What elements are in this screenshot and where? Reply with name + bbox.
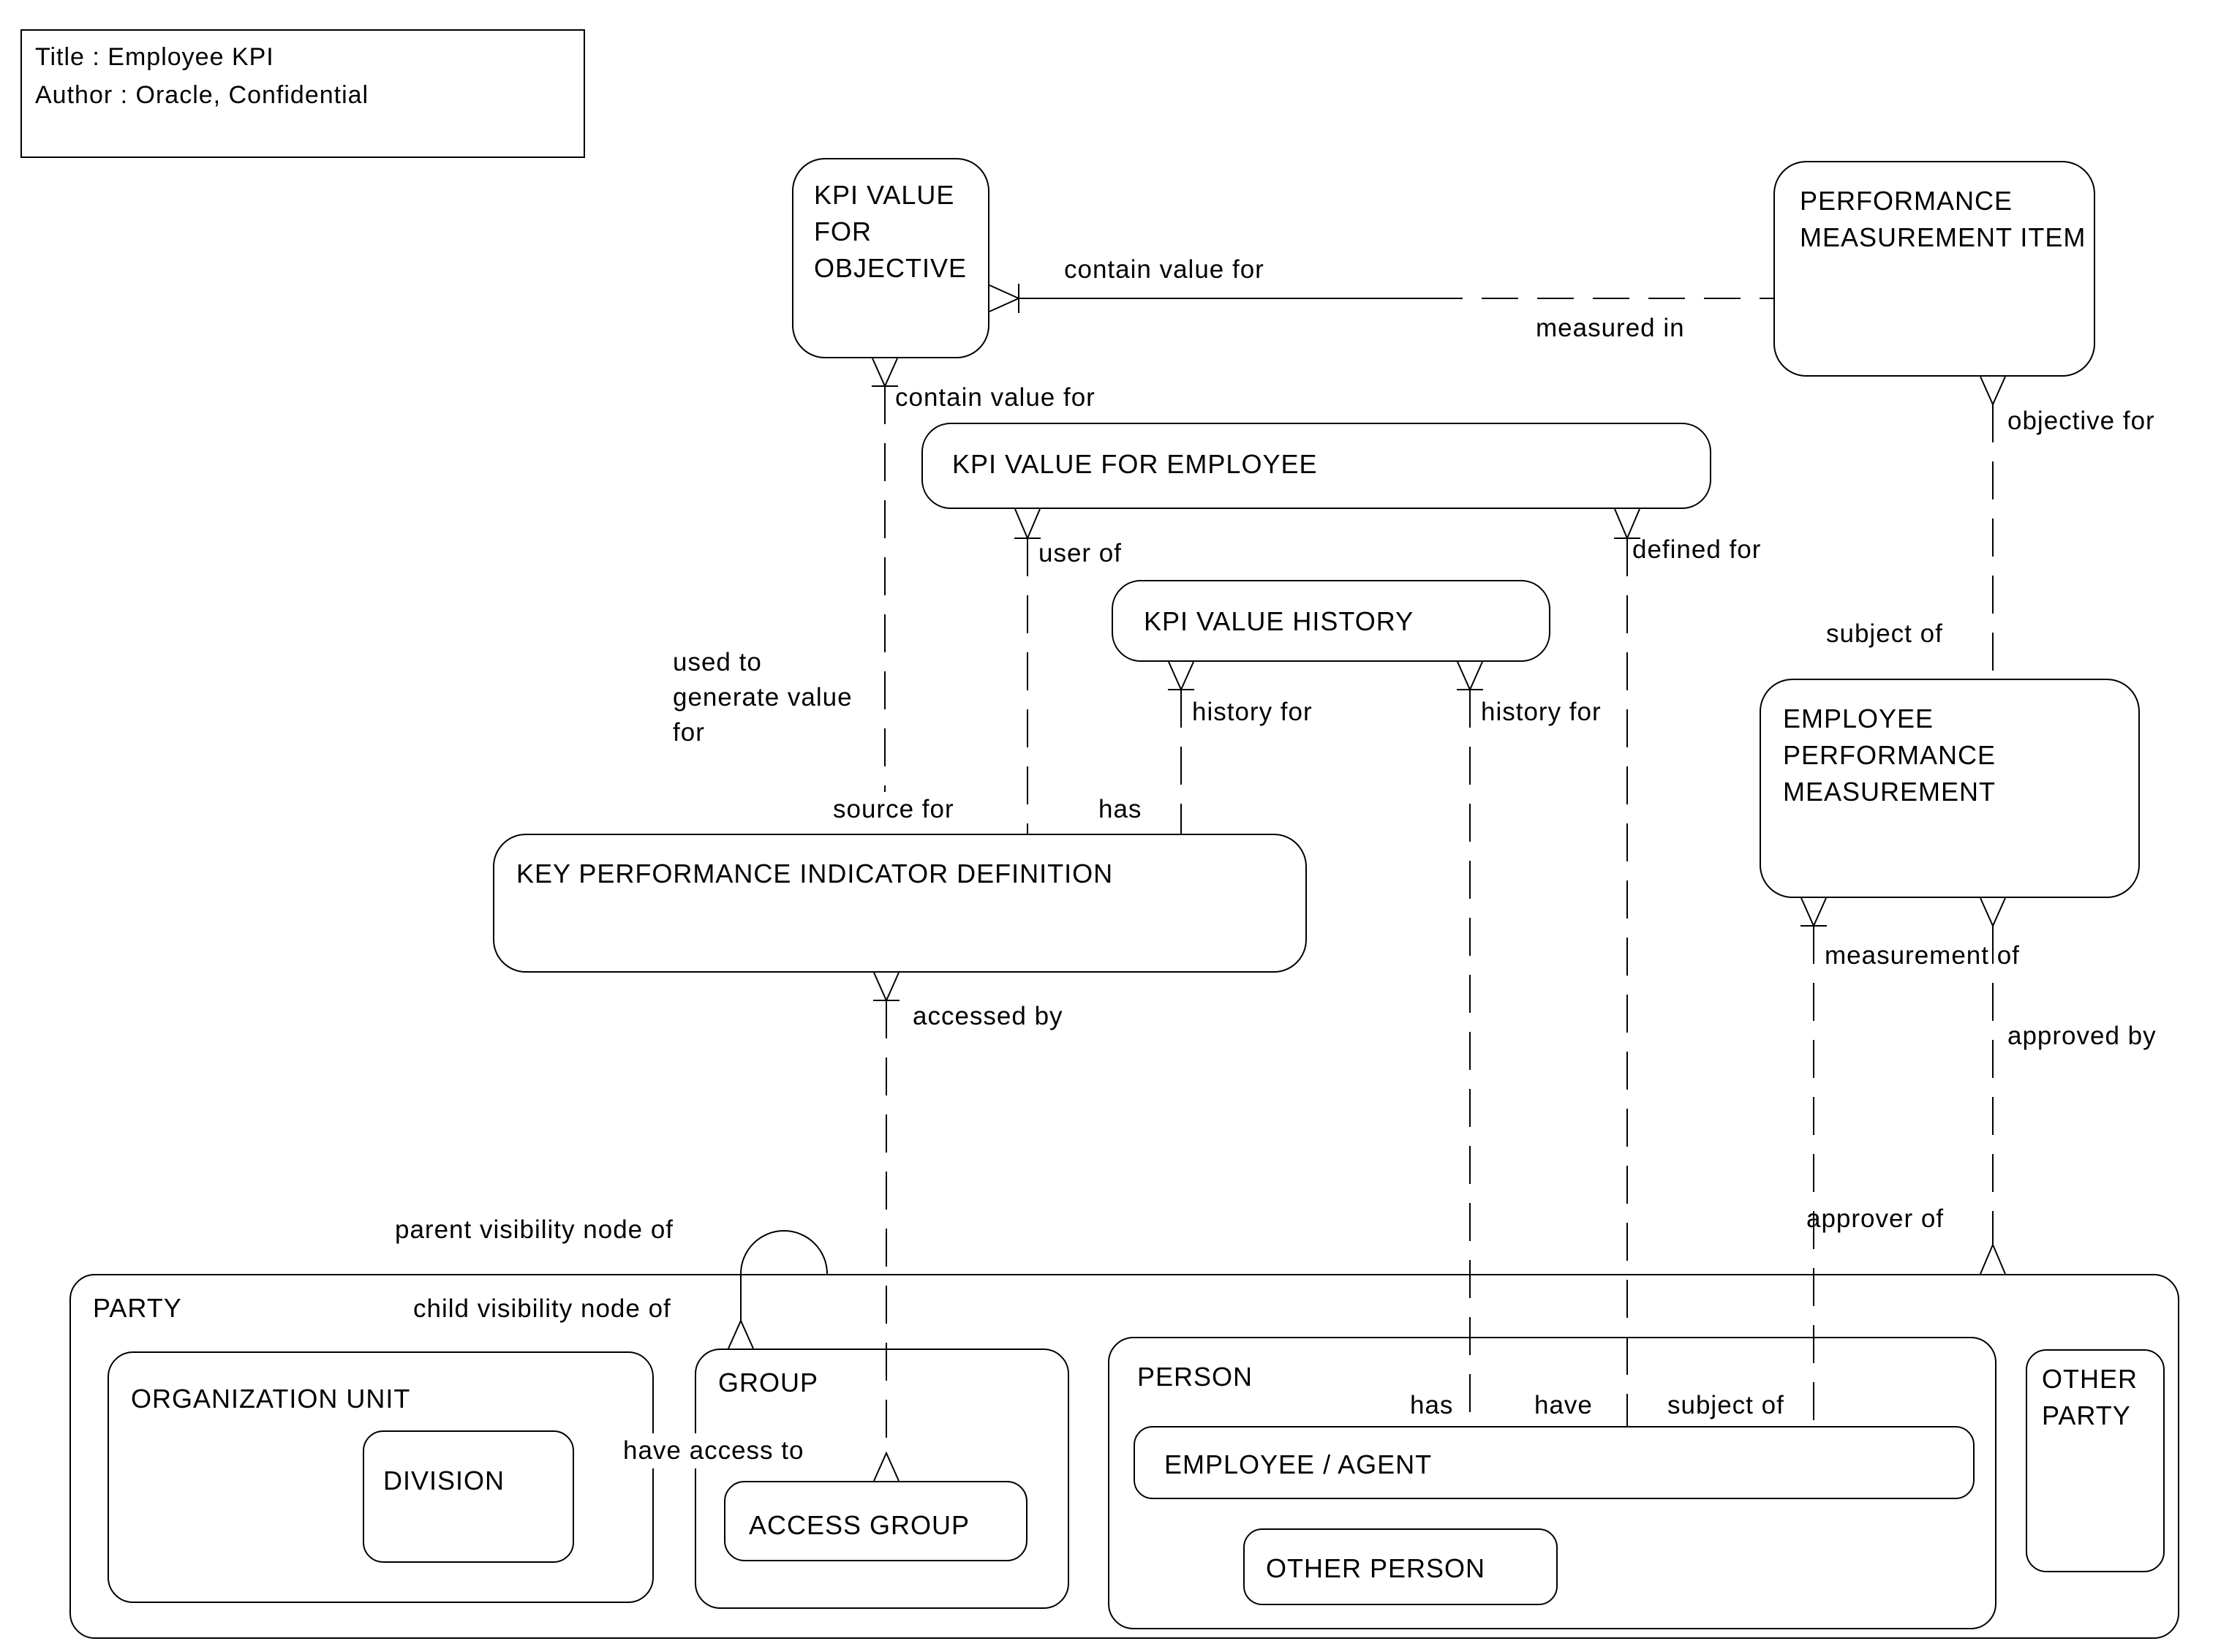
label-contain-value-for-2: contain value for: [895, 383, 1096, 412]
label-have-person: have: [1534, 1391, 1593, 1419]
label-accessed-by: accessed by: [913, 1002, 1063, 1030]
entity-label: DIVISION: [383, 1466, 505, 1496]
entity-label: OTHER PERSON: [1266, 1553, 1486, 1583]
label-history-for-right: history for: [1481, 698, 1602, 726]
label-measurement-of: measurement of: [1825, 941, 2020, 970]
crowsfoot-kvh-left-icon: [1168, 661, 1194, 692]
entity-label: EMPLOYEE / AGENT: [1164, 1449, 1433, 1479]
entity-employee-agent: EMPLOYEE / AGENT: [1134, 1426, 1975, 1499]
label-history-for-left: history for: [1192, 698, 1313, 726]
crowsfoot-kvh-right-icon: [1457, 661, 1483, 692]
label-user-of: user of: [1038, 539, 1122, 567]
crowsfoot-kve-left-icon: [1014, 508, 1041, 540]
entity-label: PERFORMANCE MEASUREMENT ITEM: [1800, 186, 2086, 252]
entity-label: KPI VALUE FOR EMPLOYEE: [952, 449, 1318, 479]
label-has-person: has: [1410, 1391, 1454, 1419]
entity-label: GROUP: [718, 1368, 819, 1398]
label-objective-for: objective for: [2007, 407, 2155, 435]
crowsfoot-pmi-bottom-icon: [1980, 376, 2006, 407]
entity-label: ACCESS GROUP: [749, 1510, 970, 1540]
entity-access-group: ACCESS GROUP: [724, 1481, 1027, 1561]
entity-kpi-value-for-employee: KPI VALUE FOR EMPLOYEE: [921, 423, 1711, 509]
entity-other-party: OTHER PARTY: [2026, 1349, 2165, 1572]
crowsfoot-group-top-icon: [728, 1319, 754, 1349]
label-subject-of-top: subject of: [1826, 619, 1943, 648]
label-has-middle: has: [1098, 795, 1142, 823]
crowsfoot-kvo-bottom-icon: [872, 358, 898, 388]
label-measured-in: measured in: [1536, 314, 1685, 342]
crowsfoot-kvo-right-icon: [989, 284, 1021, 313]
entity-label: ORGANIZATION UNIT: [131, 1384, 411, 1414]
entity-key-performance-indicator-definition: KEY PERFORMANCE INDICATOR DEFINITION: [493, 834, 1307, 973]
entity-label: KEY PERFORMANCE INDICATOR DEFINITION: [516, 859, 1114, 889]
label-approver-of: approver of: [1806, 1204, 1945, 1233]
entity-kpi-value-for-objective: KPI VALUE FOR OBJECTIVE: [792, 158, 989, 358]
entity-performance-measurement-item: PERFORMANCE MEASUREMENT ITEM: [1773, 161, 2095, 377]
label-parent-visibility-node-of: parent visibility node of: [395, 1215, 674, 1244]
entity-label: EMPLOYEE PERFORMANCE MEASUREMENT: [1783, 704, 1996, 807]
crowsfoot-epm-right-icon: [1980, 897, 2006, 928]
crowsfoot-party-top-icon: [1980, 1242, 2006, 1275]
entity-other-person: OTHER PERSON: [1243, 1528, 1558, 1605]
line-group-loop: [740, 1230, 828, 1321]
diagram-title: Title : Employee KPI: [35, 43, 274, 71]
label-have-access-to: have access to: [620, 1433, 807, 1468]
entity-employee-performance-measurement: EMPLOYEE PERFORMANCE MEASUREMENT: [1760, 679, 2140, 898]
entity-label: KPI VALUE HISTORY: [1144, 606, 1414, 636]
entity-label: OTHER PARTY: [2042, 1364, 2138, 1430]
entity-label: PARTY: [93, 1293, 182, 1323]
title-block: Title : Employee KPI Author : Oracle, Co…: [20, 29, 585, 158]
entity-kpi-value-history: KPI VALUE HISTORY: [1112, 580, 1550, 662]
label-child-visibility-node-of: child visibility node of: [413, 1294, 671, 1323]
crowsfoot-epm-left-icon: [1800, 897, 1827, 928]
entity-group: GROUP: [695, 1349, 1069, 1609]
label-defined-for: defined for: [1632, 535, 1762, 564]
entity-label: KPI VALUE FOR OBJECTIVE: [814, 180, 968, 283]
diagram-author: Author : Oracle, Confidential: [35, 81, 369, 109]
label-contain-value-for-1: contain value for: [1064, 255, 1264, 284]
entity-label: PERSON: [1137, 1362, 1253, 1392]
entity-division: DIVISION: [363, 1430, 574, 1563]
label-approved-by: approved by: [2007, 1022, 2157, 1050]
label-used-to-generate: used to generate value for: [673, 648, 853, 747]
crowsfoot-kpid-bottom-icon: [873, 972, 900, 1003]
label-source-for: source for: [830, 792, 957, 827]
label-subject-of-person: subject of: [1667, 1391, 1784, 1419]
crowsfoot-access-group-icon: [873, 1451, 900, 1482]
